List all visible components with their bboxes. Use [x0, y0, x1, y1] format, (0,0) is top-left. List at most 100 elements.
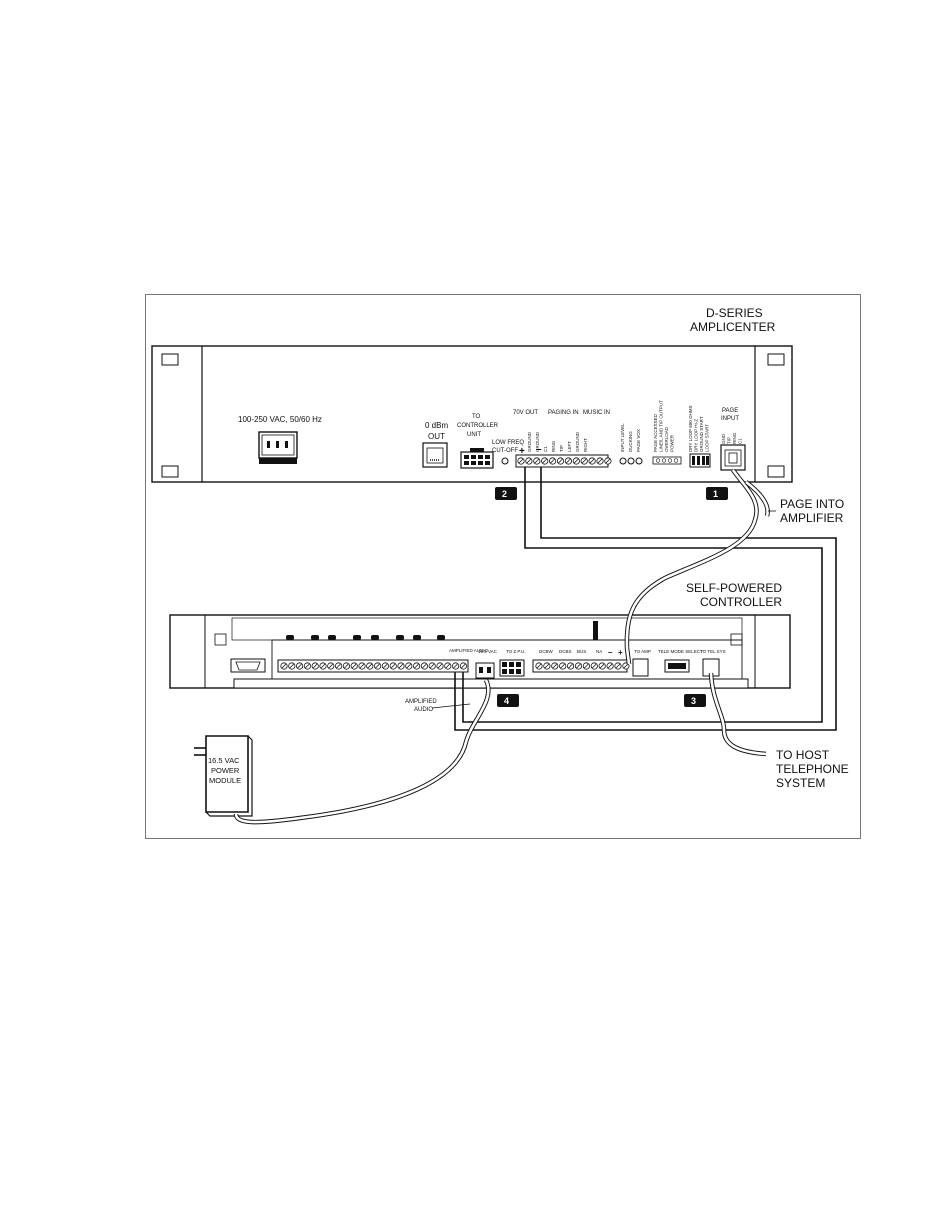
- page-into-label-1: PAGE INTO: [780, 497, 844, 511]
- bus-label: NA: [596, 649, 602, 654]
- switch-label: LOOP START: [705, 424, 710, 452]
- svg-text:4: 4: [504, 696, 509, 706]
- zone-volume-knob[interactable]: [437, 635, 445, 640]
- controller-knobs[interactable]: [286, 635, 445, 640]
- host-label-1: TO HOST: [776, 748, 830, 762]
- page-into-label-2: AMPLIFIER: [780, 511, 844, 525]
- to-amp-jack[interactable]: [632, 658, 649, 677]
- input-level-knob[interactable]: [619, 457, 627, 465]
- tele-mode-label: TELE MODE SELECT: [658, 649, 703, 654]
- controller-title-1: SELF-POWERED: [686, 581, 782, 595]
- amplicenter-title-1: D-SERIES: [706, 306, 763, 320]
- zone-volume-knob[interactable]: [286, 635, 294, 640]
- tele-mode-switch[interactable]: [664, 659, 690, 673]
- lowfreq-label-2: CUT-OFF: [492, 448, 518, 454]
- ducking-label: DUCKING: [628, 431, 633, 452]
- amplifier-terminal-strip[interactable]: [515, 454, 612, 468]
- svg-text:2: 2: [502, 489, 507, 499]
- page-cable: [624, 468, 770, 665]
- zone-terminal-strip[interactable]: [277, 659, 469, 673]
- bus-label: DCBS: [559, 649, 572, 654]
- minus-sign: –: [536, 444, 542, 455]
- amplified-audio-panel-label: AMPLIFIED AUDIO: [449, 648, 489, 653]
- terminal-label: GROUND: [575, 431, 580, 452]
- label-paging-in: PAGING IN: [548, 410, 579, 416]
- svg-text:3: 3: [691, 696, 696, 706]
- zone-volume-knob[interactable]: [353, 635, 361, 640]
- badge-1: 1: [706, 487, 728, 500]
- amplicenter-unit: [151, 345, 793, 483]
- zone-volume-knob[interactable]: [396, 635, 404, 640]
- controller-label-1: TO: [472, 414, 481, 420]
- input-level-label: INPUT LEVEL: [620, 423, 625, 452]
- odbm-label-2: OUT: [428, 432, 445, 441]
- terminal-label: RIGHT: [583, 438, 588, 452]
- controller-label-3: UNIT: [467, 432, 481, 438]
- terminal-label: GROUND: [527, 431, 532, 452]
- status-label: POWER: [670, 434, 675, 452]
- odbm-out-jack[interactable]: [422, 442, 448, 468]
- zone-volume-knob[interactable]: [371, 635, 379, 640]
- controller-label-2: CONTROLLER: [457, 423, 499, 429]
- page-pin-label: RING: [732, 432, 737, 444]
- bus-label: DCBW: [539, 649, 554, 654]
- diagram-frame: [145, 294, 861, 839]
- controller-title-2: CONTROLLER: [700, 595, 782, 609]
- amplicenter-title-2: AMPLICENTER: [690, 320, 776, 334]
- to-controller-connector[interactable]: [460, 448, 494, 469]
- terminal-label: TIP: [559, 445, 564, 452]
- status-label: OVERLOAD: [664, 426, 669, 452]
- controller-unit: [169, 614, 791, 689]
- label-70v-out: 70V OUT: [513, 410, 538, 416]
- page-input-label-2: INPUT: [721, 416, 739, 422]
- page-pin-label: TIP: [727, 437, 732, 444]
- zone-volume-knob[interactable]: [413, 635, 421, 640]
- power-module-label-1: 16.5 VAC: [208, 756, 240, 765]
- page-pin-label: C1: [738, 438, 743, 444]
- page-input-jack[interactable]: [720, 444, 746, 471]
- bus-plus-sign: +: [618, 648, 623, 657]
- amplified-audio-wires: [454, 467, 837, 731]
- label-music-in: MUSIC IN: [583, 410, 610, 416]
- to-amp-label: TO AMP: [634, 649, 651, 654]
- page-pin-label: GND: [721, 433, 726, 444]
- amplified-audio-callout-2: AUDIO: [414, 707, 433, 713]
- bus-labels: DCBW DCBS BUS NA –+: [539, 648, 623, 657]
- svg-text:1: 1: [713, 489, 718, 499]
- page-vox-label: PAGE VOX: [636, 429, 641, 452]
- terminal-label: GROUND: [535, 431, 540, 452]
- vac-input-connector[interactable]: [475, 662, 495, 679]
- terminal-label: LEFT: [567, 441, 572, 452]
- power-inlet[interactable]: [258, 431, 298, 464]
- terminal-label: C1: [543, 446, 548, 452]
- low-freq-knob[interactable]: [501, 457, 509, 465]
- power-module-label-3: MODULE: [209, 776, 241, 785]
- status-label: LINE/L AND TIP OUTPUT: [659, 400, 664, 452]
- switch-label: DRY LOOP HI-Z: [694, 419, 699, 452]
- zone-volume-knob[interactable]: [311, 635, 319, 640]
- terminal-label: RING: [551, 440, 556, 452]
- page-vox-knob[interactable]: [635, 457, 643, 465]
- zpu-connector[interactable]: [499, 659, 525, 677]
- host-label-3: SYSTEM: [776, 776, 825, 790]
- db9-port[interactable]: [230, 658, 266, 673]
- badge-4: 4: [497, 694, 519, 707]
- bus-label: BUS: [577, 649, 586, 654]
- host-label-2: TELEPHONE: [776, 762, 849, 776]
- mode-dip-switch[interactable]: [689, 453, 711, 468]
- switch-label: DRY LOOP 600 OHMS: [688, 405, 693, 452]
- status-led-row: [652, 456, 682, 465]
- power-module: [194, 735, 253, 817]
- zpu-label: TO Z.P.U.: [506, 649, 526, 654]
- badge-3: 3: [684, 694, 706, 707]
- badge-2: 2: [495, 487, 517, 500]
- bus-terminal-strip[interactable]: [532, 659, 630, 673]
- bus-minus-sign: –: [608, 648, 613, 657]
- ducking-knob[interactable]: [627, 457, 635, 465]
- zone-volume-knob[interactable]: [328, 635, 336, 640]
- odbm-label-1: 0 dBm: [425, 421, 448, 430]
